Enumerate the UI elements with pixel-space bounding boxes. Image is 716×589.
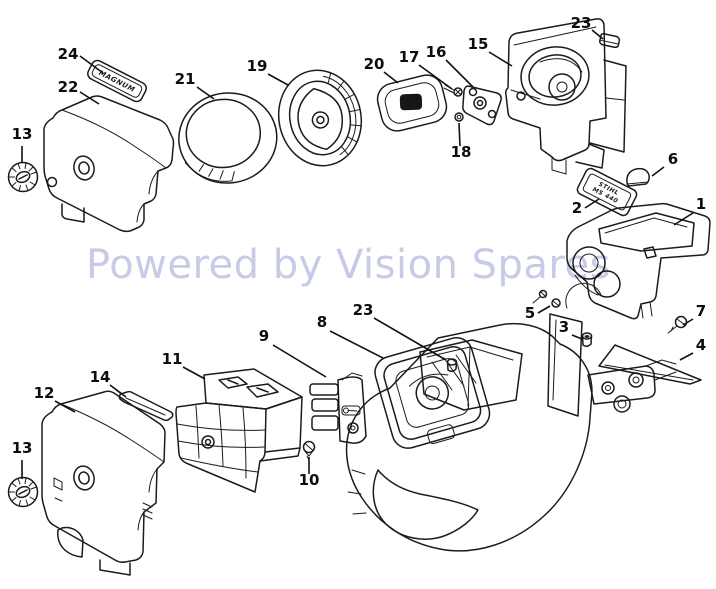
leader-line-18 xyxy=(459,123,460,146)
part-17-screw xyxy=(444,85,462,96)
leader-line-24 xyxy=(80,56,103,73)
callout-7: 7 xyxy=(696,302,706,320)
part-8-gasket-plate xyxy=(371,334,494,454)
part-23-plug-top xyxy=(599,33,620,48)
callout-12: 12 xyxy=(34,384,55,402)
leader-line-9 xyxy=(273,345,326,377)
part-15-backing-plate xyxy=(506,19,626,174)
saw-body xyxy=(347,283,676,551)
leader-line-19 xyxy=(268,74,288,85)
callout-10: 10 xyxy=(299,471,320,489)
leader-line-23-top xyxy=(592,30,603,39)
part-3-plug xyxy=(583,333,592,346)
leader-line-8 xyxy=(330,331,383,358)
callout-4: 4 xyxy=(696,336,706,354)
leader-line-14 xyxy=(110,385,126,397)
part-22-filter-cover xyxy=(44,96,174,231)
leader-line-21 xyxy=(197,87,214,99)
callout-21: 21 xyxy=(175,70,196,88)
callout-13-top: 13 xyxy=(12,125,33,143)
part-2-model-sticker: STIHL MS 440 xyxy=(576,167,639,217)
part-1-shroud-cover xyxy=(567,204,710,319)
leader-line-3 xyxy=(572,335,582,339)
callout-6: 6 xyxy=(668,150,678,168)
leader-line-11 xyxy=(183,367,205,379)
part-5-screw xyxy=(533,291,560,308)
leader-line-1 xyxy=(674,213,693,225)
part-6-cover-plug xyxy=(627,169,649,186)
callout-20: 20 xyxy=(364,55,385,73)
part-12-filter-cover xyxy=(42,391,165,575)
leader-line-4 xyxy=(680,353,693,360)
callout-17: 17 xyxy=(399,48,420,66)
part-23-plug-bottom xyxy=(448,359,457,371)
leader-line-6 xyxy=(652,167,664,176)
part-11-hd-air-filter xyxy=(176,369,302,492)
callout-19: 19 xyxy=(247,57,268,75)
callout-22: 22 xyxy=(58,78,79,96)
callout-3: 3 xyxy=(559,318,569,336)
part-9-intake-boot xyxy=(310,373,366,443)
callout-13-bottom: 13 xyxy=(12,439,33,457)
leader-line-17 xyxy=(419,65,452,89)
callout-8: 8 xyxy=(317,313,327,331)
part-20-foam-filter xyxy=(374,72,450,135)
callout-18: 18 xyxy=(451,143,472,161)
callout-23-bottom: 23 xyxy=(353,301,374,319)
leader-line-7 xyxy=(683,319,693,325)
callout-24: 24 xyxy=(58,45,79,63)
part-18-nut xyxy=(455,113,463,121)
part-10-screw xyxy=(304,442,315,461)
leader-line-12 xyxy=(55,401,75,412)
leader-line-23-bottom xyxy=(374,318,446,360)
leader-line-15 xyxy=(489,52,512,66)
callout-23-top: 23 xyxy=(571,14,592,32)
callout-1: 1 xyxy=(696,195,706,213)
leader-line-20 xyxy=(384,72,398,83)
callout-2: 2 xyxy=(572,199,582,217)
vision-spares-watermark: Powered by Vision Spares xyxy=(86,242,611,288)
callouts: 24 22 13 21 19 20 17 16 15 23 18 6 2 xyxy=(12,14,707,489)
part-16-bracket xyxy=(463,86,501,125)
part-21-filter-ring xyxy=(174,88,281,188)
callout-9: 9 xyxy=(259,327,269,345)
part-19-air-filter xyxy=(270,63,370,174)
part-14-cover-strip xyxy=(116,390,173,420)
callout-11: 11 xyxy=(162,350,183,368)
callout-15: 15 xyxy=(468,35,489,53)
part-4-deflector xyxy=(599,345,701,384)
leader-line-22 xyxy=(80,92,99,104)
callout-14: 14 xyxy=(90,368,111,386)
callout-5: 5 xyxy=(525,304,535,322)
leader-line-16 xyxy=(446,60,473,87)
leader-line-2 xyxy=(585,199,599,208)
part-13-twist-lock-top xyxy=(7,161,39,193)
part-13-twist-lock-bottom xyxy=(7,476,39,508)
leader-line-5 xyxy=(538,306,550,313)
callout-16: 16 xyxy=(426,43,447,61)
